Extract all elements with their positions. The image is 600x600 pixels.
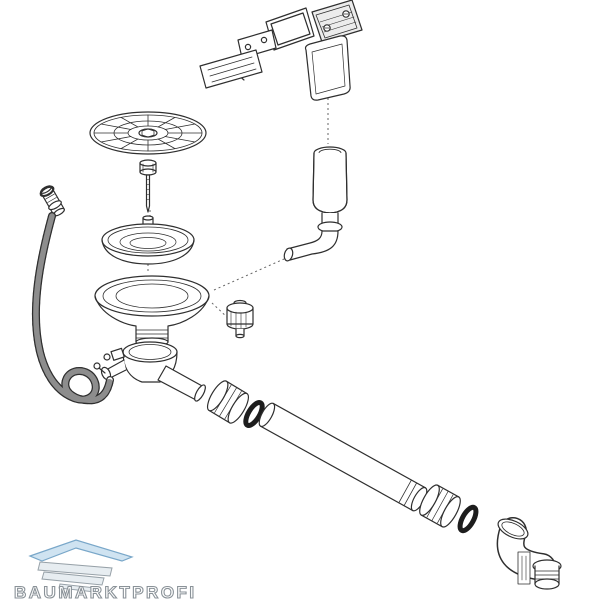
straight-pipe	[258, 402, 428, 512]
drawing	[31, 0, 562, 590]
strainer-basket	[101, 215, 195, 265]
drain-housing	[93, 341, 206, 402]
pipe-nut-2	[419, 484, 461, 528]
logo-roof-icon	[28, 539, 134, 562]
pipe-nut-1	[206, 380, 250, 424]
brand-plate	[199, 49, 263, 89]
sealing-plug	[226, 299, 254, 339]
strainer-plate	[89, 111, 207, 155]
flexible-hose	[31, 212, 114, 405]
drain-flange	[94, 275, 210, 347]
outlet-elbow	[496, 517, 562, 590]
screw-plate	[237, 29, 277, 59]
hose-fitting	[39, 185, 65, 217]
watermark-brand-text: BAUMARKTPROFI	[14, 583, 197, 600]
washer-1	[243, 400, 265, 428]
overflow-housing	[304, 35, 351, 101]
overflow-elbow-pipe	[283, 212, 343, 262]
mounting-screw	[139, 159, 157, 213]
logo-sketch-icon	[37, 561, 113, 593]
overflow-cover-plate	[311, 0, 363, 43]
watermark-logo: BAUMARKTPROFI	[13, 539, 197, 600]
overflow-reservoir	[312, 146, 348, 214]
washer-2	[457, 504, 479, 534]
part-label-tag	[517, 551, 531, 585]
